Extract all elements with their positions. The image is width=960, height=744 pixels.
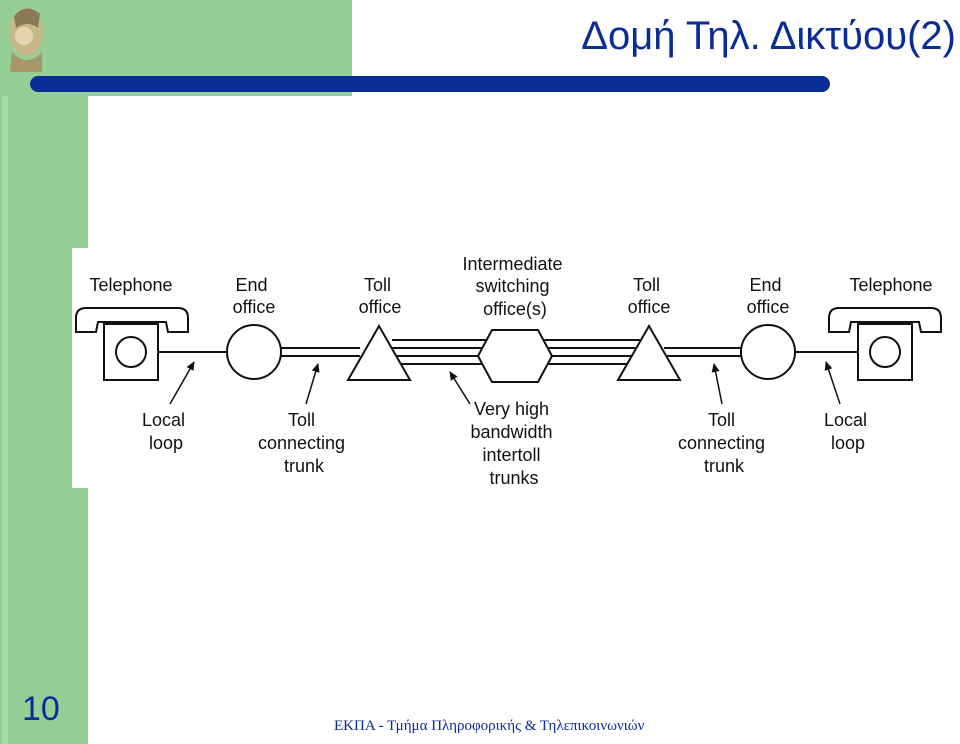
athena-head-logo [9,8,43,72]
end-office-right-node [740,324,796,380]
arrow-local-loop-right [824,361,841,405]
label-telephone-left: Telephone [89,275,172,295]
page-number: 10 [22,690,60,728]
arrow-intertoll [449,371,471,405]
label-toll-trunk-left: Toll connecting trunk [258,410,350,476]
label-local-loop-left: Local loop [142,410,190,453]
label-intertoll-trunks: Very high bandwidth intertoll trunks [470,399,557,488]
toll-office-right-node [616,323,682,381]
end-office-left-node [226,324,282,380]
arrow-local-loop-left [169,361,195,405]
toll-office-left-node [346,323,412,381]
intermediate-switching-office-node [476,329,554,383]
label-toll-trunk-right: Toll connecting trunk [678,410,770,476]
footer-text: ΕΚΠΑ - Τμήμα Πληροφορικής & Τηλεπικοινων… [334,718,645,734]
telephone-left-icon [75,307,189,381]
label-intermediate-switching: Intermediate switching office(s) [462,254,567,319]
label-end-office-left: End office [233,275,276,317]
label-end-office-right: End office [747,275,790,317]
label-telephone-right: Telephone [849,275,932,295]
arrow-toll-trunk-right [711,363,723,405]
title-underline-bar [30,76,830,92]
label-local-loop-right: Local loop [824,410,872,453]
sidebar-strip [2,0,8,744]
arrow-toll-trunk-left [305,363,320,405]
label-toll-office-left: Toll office [359,275,402,317]
telephone-right-icon [828,307,942,381]
pointer-arrows [169,361,841,405]
slide-title: Δομή Τηλ. Δικτύου(2) [581,14,956,58]
label-toll-office-right: Toll office [628,275,671,317]
connection-lines [158,339,858,365]
